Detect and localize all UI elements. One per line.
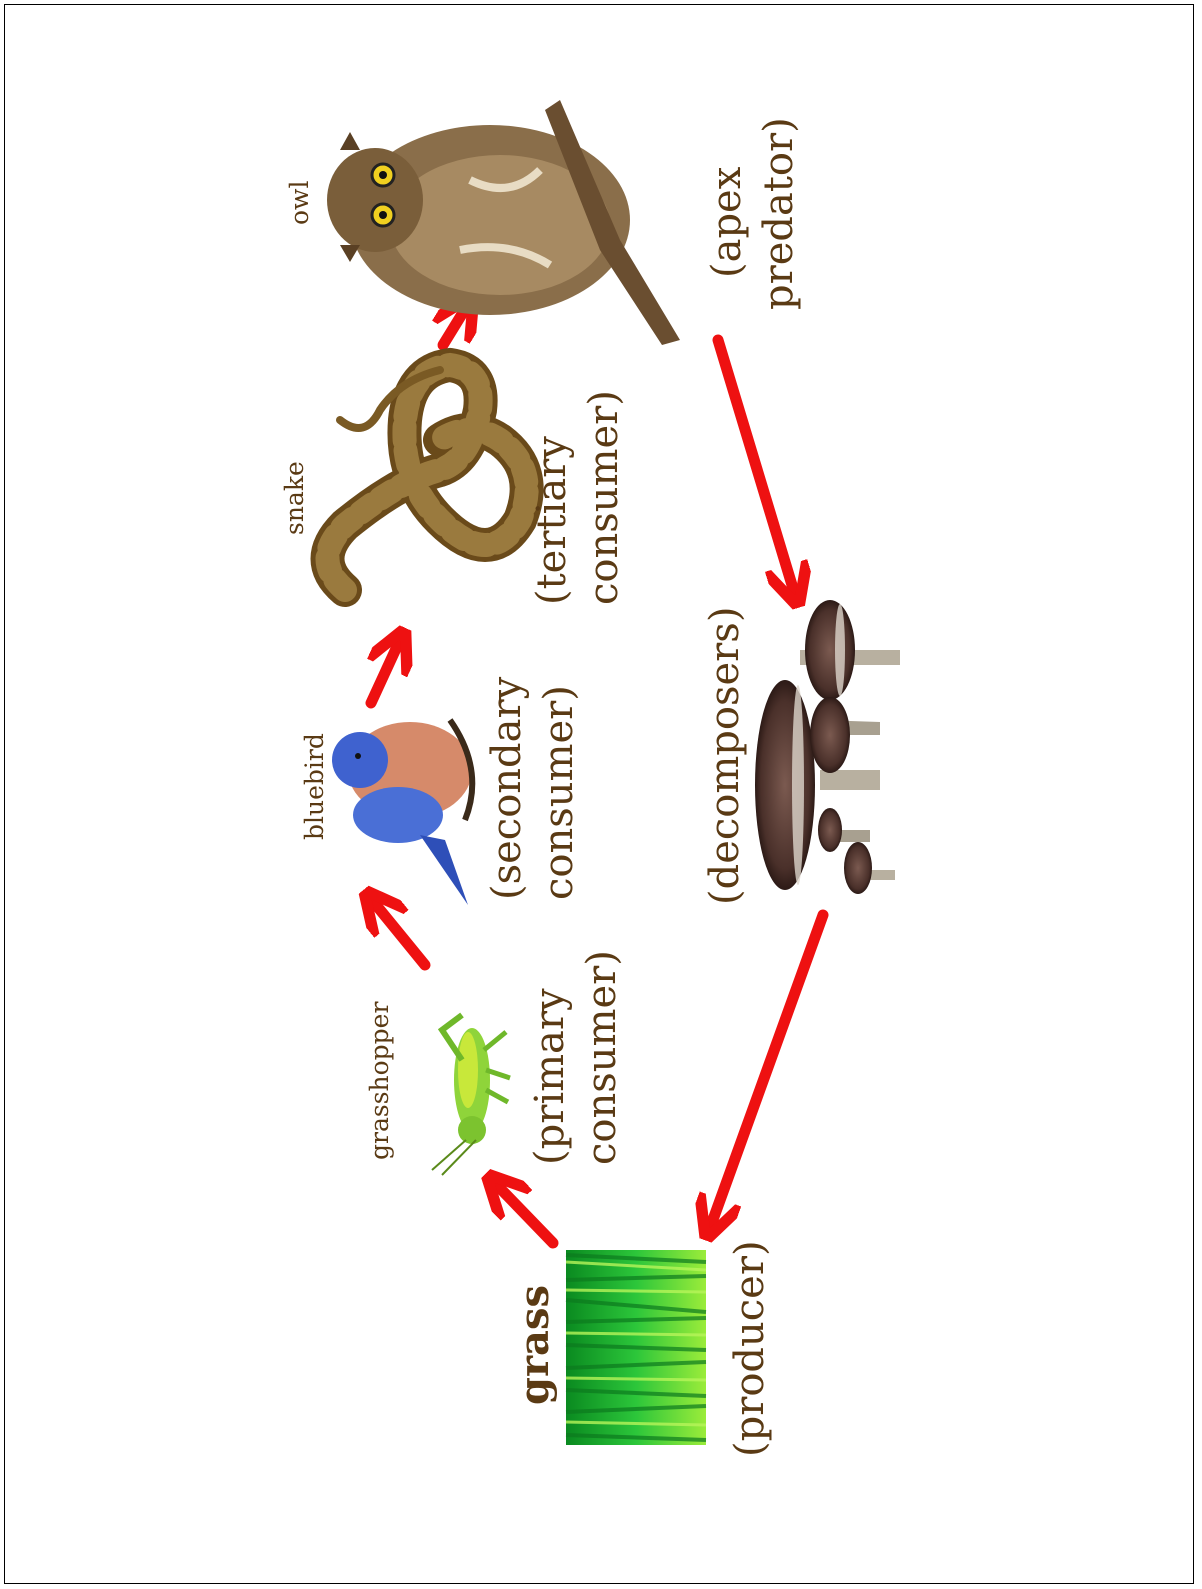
producer-label: (producer) (727, 1240, 773, 1457)
primary-consumer-label-line1: (primary (527, 988, 573, 1165)
apex-predator-label-line2: predator) (756, 117, 802, 310)
owl-label: owl (285, 181, 314, 225)
snake-label: snake (280, 461, 309, 535)
bluebird-label: bluebird (300, 733, 329, 840)
tertiary-consumer-label-line1: (tertiary (529, 436, 575, 605)
grass-illustration (566, 1250, 706, 1445)
snake-illustration (328, 365, 527, 590)
arrow-grass-to-grasshopper (495, 1183, 553, 1243)
tertiary-consumer-label-line2: consumer) (581, 390, 627, 605)
apex-predator-label-line1: (apex (704, 166, 750, 278)
arrow-owl-to-decomposers (718, 340, 795, 595)
secondary-consumer-label-line2: consumer) (536, 685, 582, 900)
grasshopper-label: grasshopper (365, 1002, 394, 1160)
decomposers-label: (decomposers) (702, 607, 748, 905)
arrow-decomposers-to-grass (710, 915, 823, 1228)
bluebird-illustration (332, 720, 472, 905)
owl-illustration (327, 100, 680, 345)
primary-consumer-label-line2: consumer) (579, 950, 625, 1165)
secondary-consumer-label-line1: (secondary (484, 676, 530, 900)
arrow-bluebird-to-snake (371, 640, 400, 703)
grass-label: grass (511, 1285, 558, 1405)
grasshopper-illustration (432, 1015, 510, 1175)
arrow-grasshopper-to-bluebird (372, 900, 425, 965)
mushrooms-illustration (755, 600, 900, 894)
